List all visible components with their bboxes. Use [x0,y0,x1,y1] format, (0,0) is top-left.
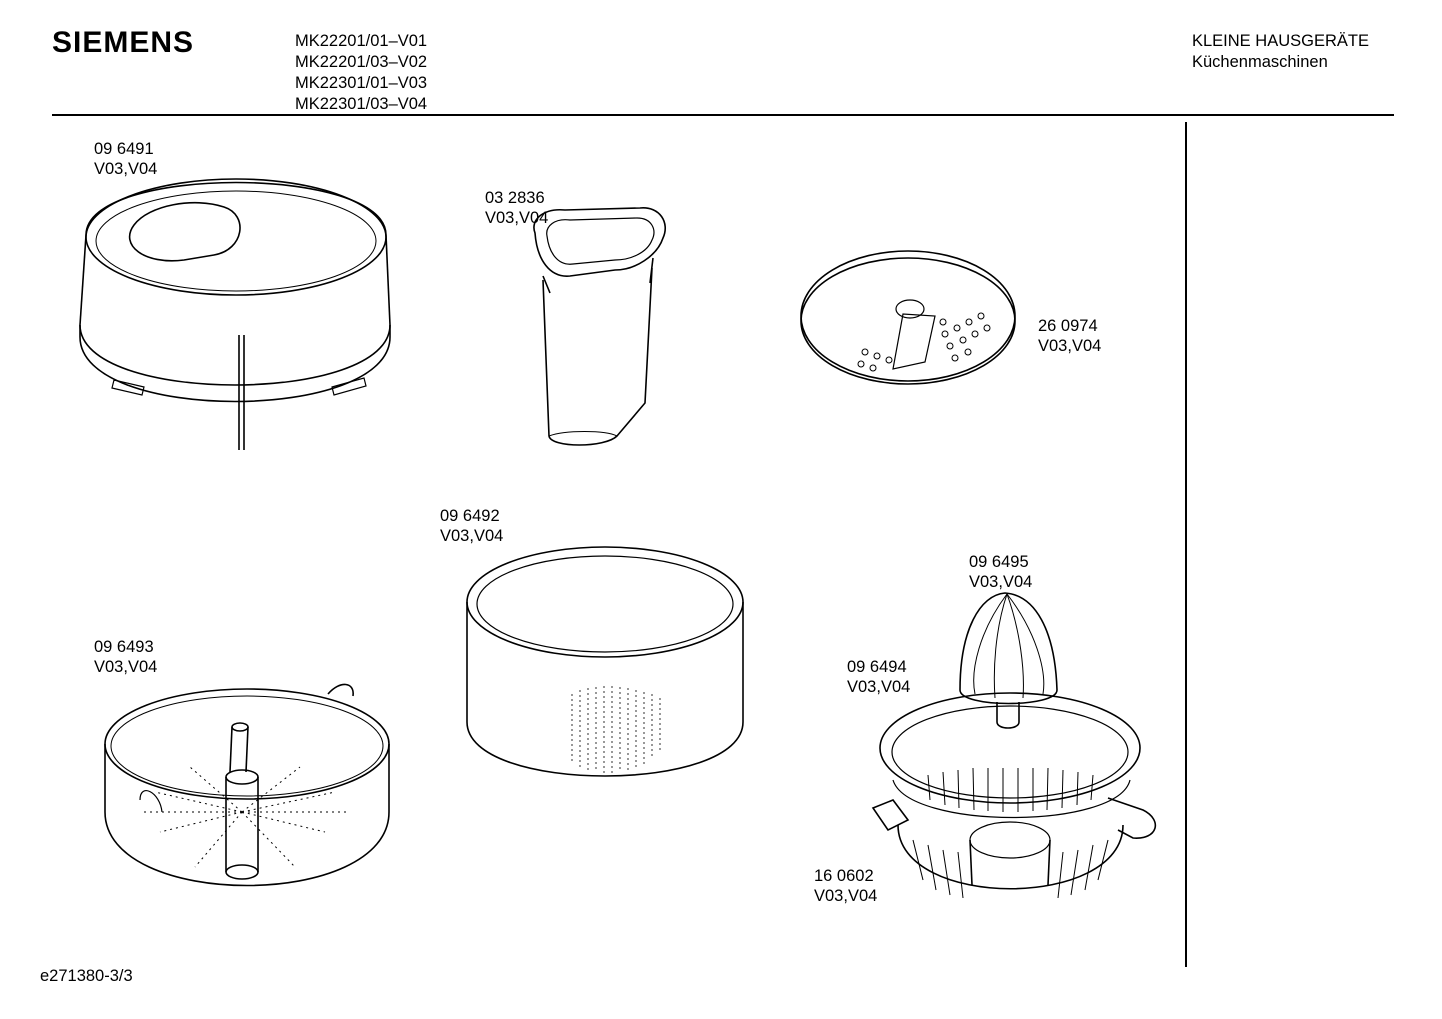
pusher-icon [525,198,675,448]
part-number: 16 0602 [814,867,874,885]
part-label: 09 6492 V03,V04 [440,506,503,546]
ring-icon [462,542,752,787]
model-list: MK22201/01–V01 MK22201/03–V02 MK22301/01… [295,31,427,115]
juicer-bowl-icon [868,680,1164,930]
part-number: 09 6493 [94,638,154,656]
part-label: 09 6494 V03,V04 [847,657,910,697]
part-number: 03 2836 [485,189,545,207]
part-label: 09 6495 V03,V04 [969,552,1032,592]
brand-logo: SIEMENS [52,26,195,59]
part-variants: V03,V04 [94,160,158,178]
grating-disc-icon [795,224,1025,384]
part-variants: V03,V04 [1038,337,1102,355]
part-number: 09 6491 [94,140,154,158]
bowl-lid-icon [74,175,414,455]
part-variants: V03,V04 [440,527,504,545]
part-label: 09 6493 V03,V04 [94,637,157,677]
juicer-cone-icon [955,590,1065,735]
part-label: 09 6491 V03,V04 [94,139,157,179]
part-number: 09 6494 [847,658,907,676]
part-number: 09 6495 [969,553,1029,571]
model-number: MK22301/01–V03 [295,74,428,92]
part-label: 03 2836 V03,V04 [485,188,548,228]
subcategory-title: Küchenmaschinen [1192,53,1328,71]
part-variants: V03,V04 [847,678,911,696]
part-number: 09 6492 [440,507,500,525]
sieve-basket-icon [100,672,400,897]
model-number: MK22201/01–V01 [295,32,428,50]
drawing-id: e271380-3/3 [40,967,133,985]
part-number: 26 0974 [1038,317,1098,335]
part-label: 26 0974 V03,V04 [1038,316,1101,356]
part-variants: V03,V04 [814,887,878,905]
model-number: MK22201/03–V02 [295,53,428,71]
right-margin-divider [1185,122,1187,967]
part-label: 16 0602 V03,V04 [814,866,877,906]
part-variants: V03,V04 [969,573,1033,591]
category-title: KLEINE HAUSGERÄTE [1192,32,1369,50]
header-divider [52,114,1394,116]
model-number: MK22301/03–V04 [295,95,428,113]
part-variants: V03,V04 [94,658,158,676]
category-block: KLEINE HAUSGERÄTE Küchenmaschinen [1192,31,1369,73]
part-variants: V03,V04 [485,209,549,227]
